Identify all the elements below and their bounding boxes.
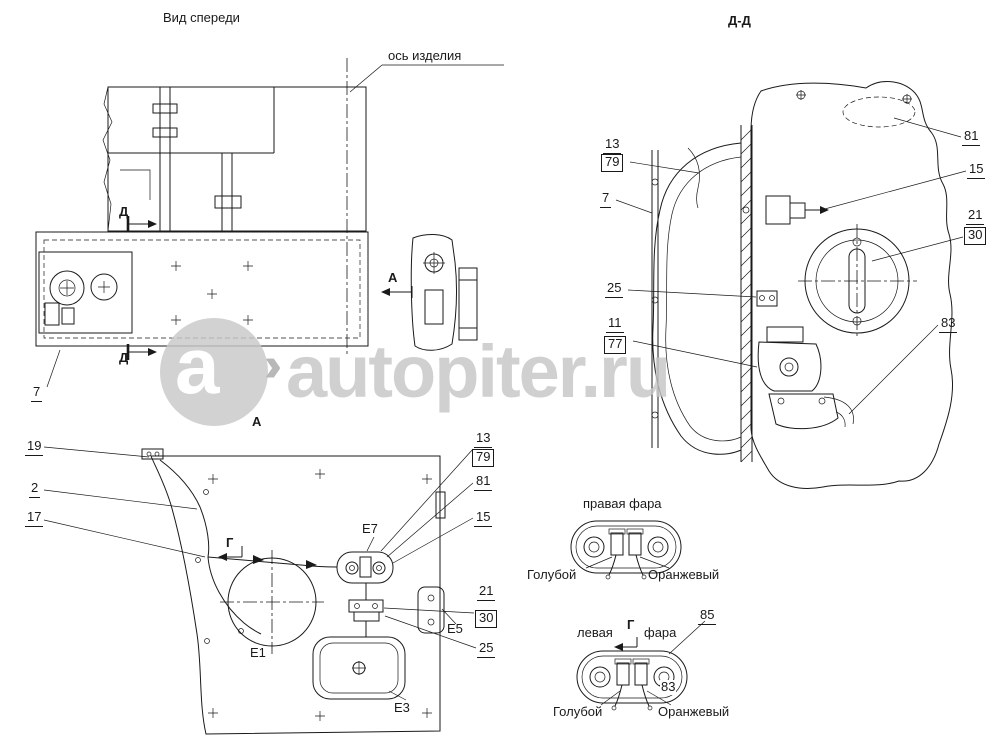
callout-30-a: 30: [475, 610, 498, 628]
callout-15-dd: 15: [967, 161, 986, 179]
view-a-drawing: [43, 446, 477, 735]
callout-21-a: 21: [477, 583, 496, 601]
callout-30-dd: 30: [964, 227, 987, 245]
right-lamp-drawing: [570, 520, 682, 580]
callout-81-a: 81: [474, 473, 493, 491]
axis-label: ось изделия: [388, 48, 462, 63]
part-label-e5: Е5: [447, 621, 463, 636]
left-lamp-title-word1: левая: [577, 625, 613, 640]
callout-7-dd: 7: [600, 190, 612, 208]
section-dd-title: Д-Д: [728, 13, 751, 28]
callout-83-lamp: 83: [660, 679, 677, 695]
callout-17-a: 17: [25, 509, 44, 527]
front-view-drawing: [35, 58, 504, 388]
callout-21-dd: 21: [966, 207, 985, 225]
callout-77-dd: 77: [604, 336, 627, 354]
callout-11-dd: 11: [606, 315, 624, 333]
callout-19-a: 19: [25, 438, 44, 456]
callout-83-dd: 83: [939, 315, 958, 333]
callout-25-a: 25: [477, 640, 496, 658]
section-marker-d-bottom: Д: [119, 350, 129, 365]
part-label-e3: Е3: [394, 700, 410, 715]
left-lamp-title-word2: фара: [644, 625, 677, 640]
part-label-e7: Е7: [362, 521, 378, 536]
part-label-e1: Е1: [250, 645, 266, 660]
right-lamp-title: правая фара: [583, 496, 662, 511]
section-dd-drawing: [615, 81, 967, 489]
callout-79-dd: 79: [601, 154, 624, 172]
callout-13-a: 13: [474, 430, 493, 448]
front-view-title: Вид спереди: [163, 10, 240, 25]
callout-7-front: 7: [31, 384, 43, 402]
section-marker-d-top: Д: [119, 204, 129, 219]
view-marker-g-lamp: Г: [627, 617, 635, 632]
right-lamp-wire-orange-label: Оранжевый: [648, 567, 720, 582]
callout-79-a: 79: [472, 449, 495, 467]
callout-2-a: 2: [29, 480, 41, 498]
callout-85-lamp: 85: [698, 607, 717, 625]
callout-15-a: 15: [474, 509, 493, 527]
left-lamp-wire-orange-label: Оранжевый: [658, 704, 730, 719]
callout-81-dd: 81: [962, 128, 981, 146]
right-lamp-wire-blue-label: Голубой: [527, 567, 577, 582]
view-marker-a: А: [388, 270, 398, 285]
callout-25-dd: 25: [605, 280, 624, 298]
view-a-title: А: [252, 414, 262, 429]
left-lamp-wire-blue-label: Голубой: [553, 704, 603, 719]
view-marker-g-a: Г: [226, 535, 234, 550]
callout-13-dd: 13: [603, 136, 622, 154]
